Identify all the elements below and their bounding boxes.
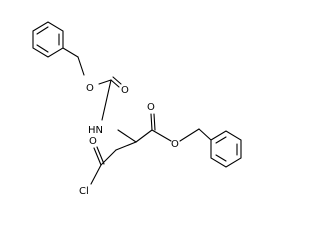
structure-canvas: O O HN O O O Cl [32, 21, 242, 197]
atom-cl: Cl [79, 186, 89, 197]
bond-acyl-double-a [93, 147, 102, 166]
bond-acyl-cl [90, 164, 102, 185]
molecule-structure: O O HN O O O Cl [32, 21, 242, 197]
bond-ester-carbonyl-double-b [153, 113, 156, 131]
bond-ch2-o [77, 56, 85, 76]
atom-o-ether-cbz: O [86, 83, 94, 94]
bond-carbonyl-n [101, 79, 112, 121]
benzene-ring-ester [210, 130, 242, 168]
atom-o-ether-ester: O [171, 139, 179, 150]
atom-o-carbonyl-acid-chloride: O [89, 136, 97, 147]
atom-n-amide: HN [88, 125, 103, 136]
bond-o-ch2-ester [179, 128, 200, 142]
bond-alpha-ch2 [115, 141, 137, 151]
bond-ring-ch2 [62, 47, 79, 58]
bond-o-carbonyl [98, 79, 112, 85]
bond-ester-carbonyl-double-a [150, 113, 153, 131]
bond-ch2-ring-ester [198, 128, 212, 141]
bond-acyl-double-b [96, 146, 105, 165]
bond-carbonyl-double-a [110, 79, 120, 88]
bond-carbonyl-double-b [112, 76, 122, 85]
bond-n-alpha [117, 129, 137, 143]
atom-o-carbonyl-cbz: O [121, 85, 129, 96]
bond-alpha-ester-carbon [135, 129, 153, 143]
benzene-ring-cbz [32, 21, 64, 58]
bond-ester-o [151, 129, 172, 142]
atom-o-carbonyl-ester: O [147, 102, 155, 113]
